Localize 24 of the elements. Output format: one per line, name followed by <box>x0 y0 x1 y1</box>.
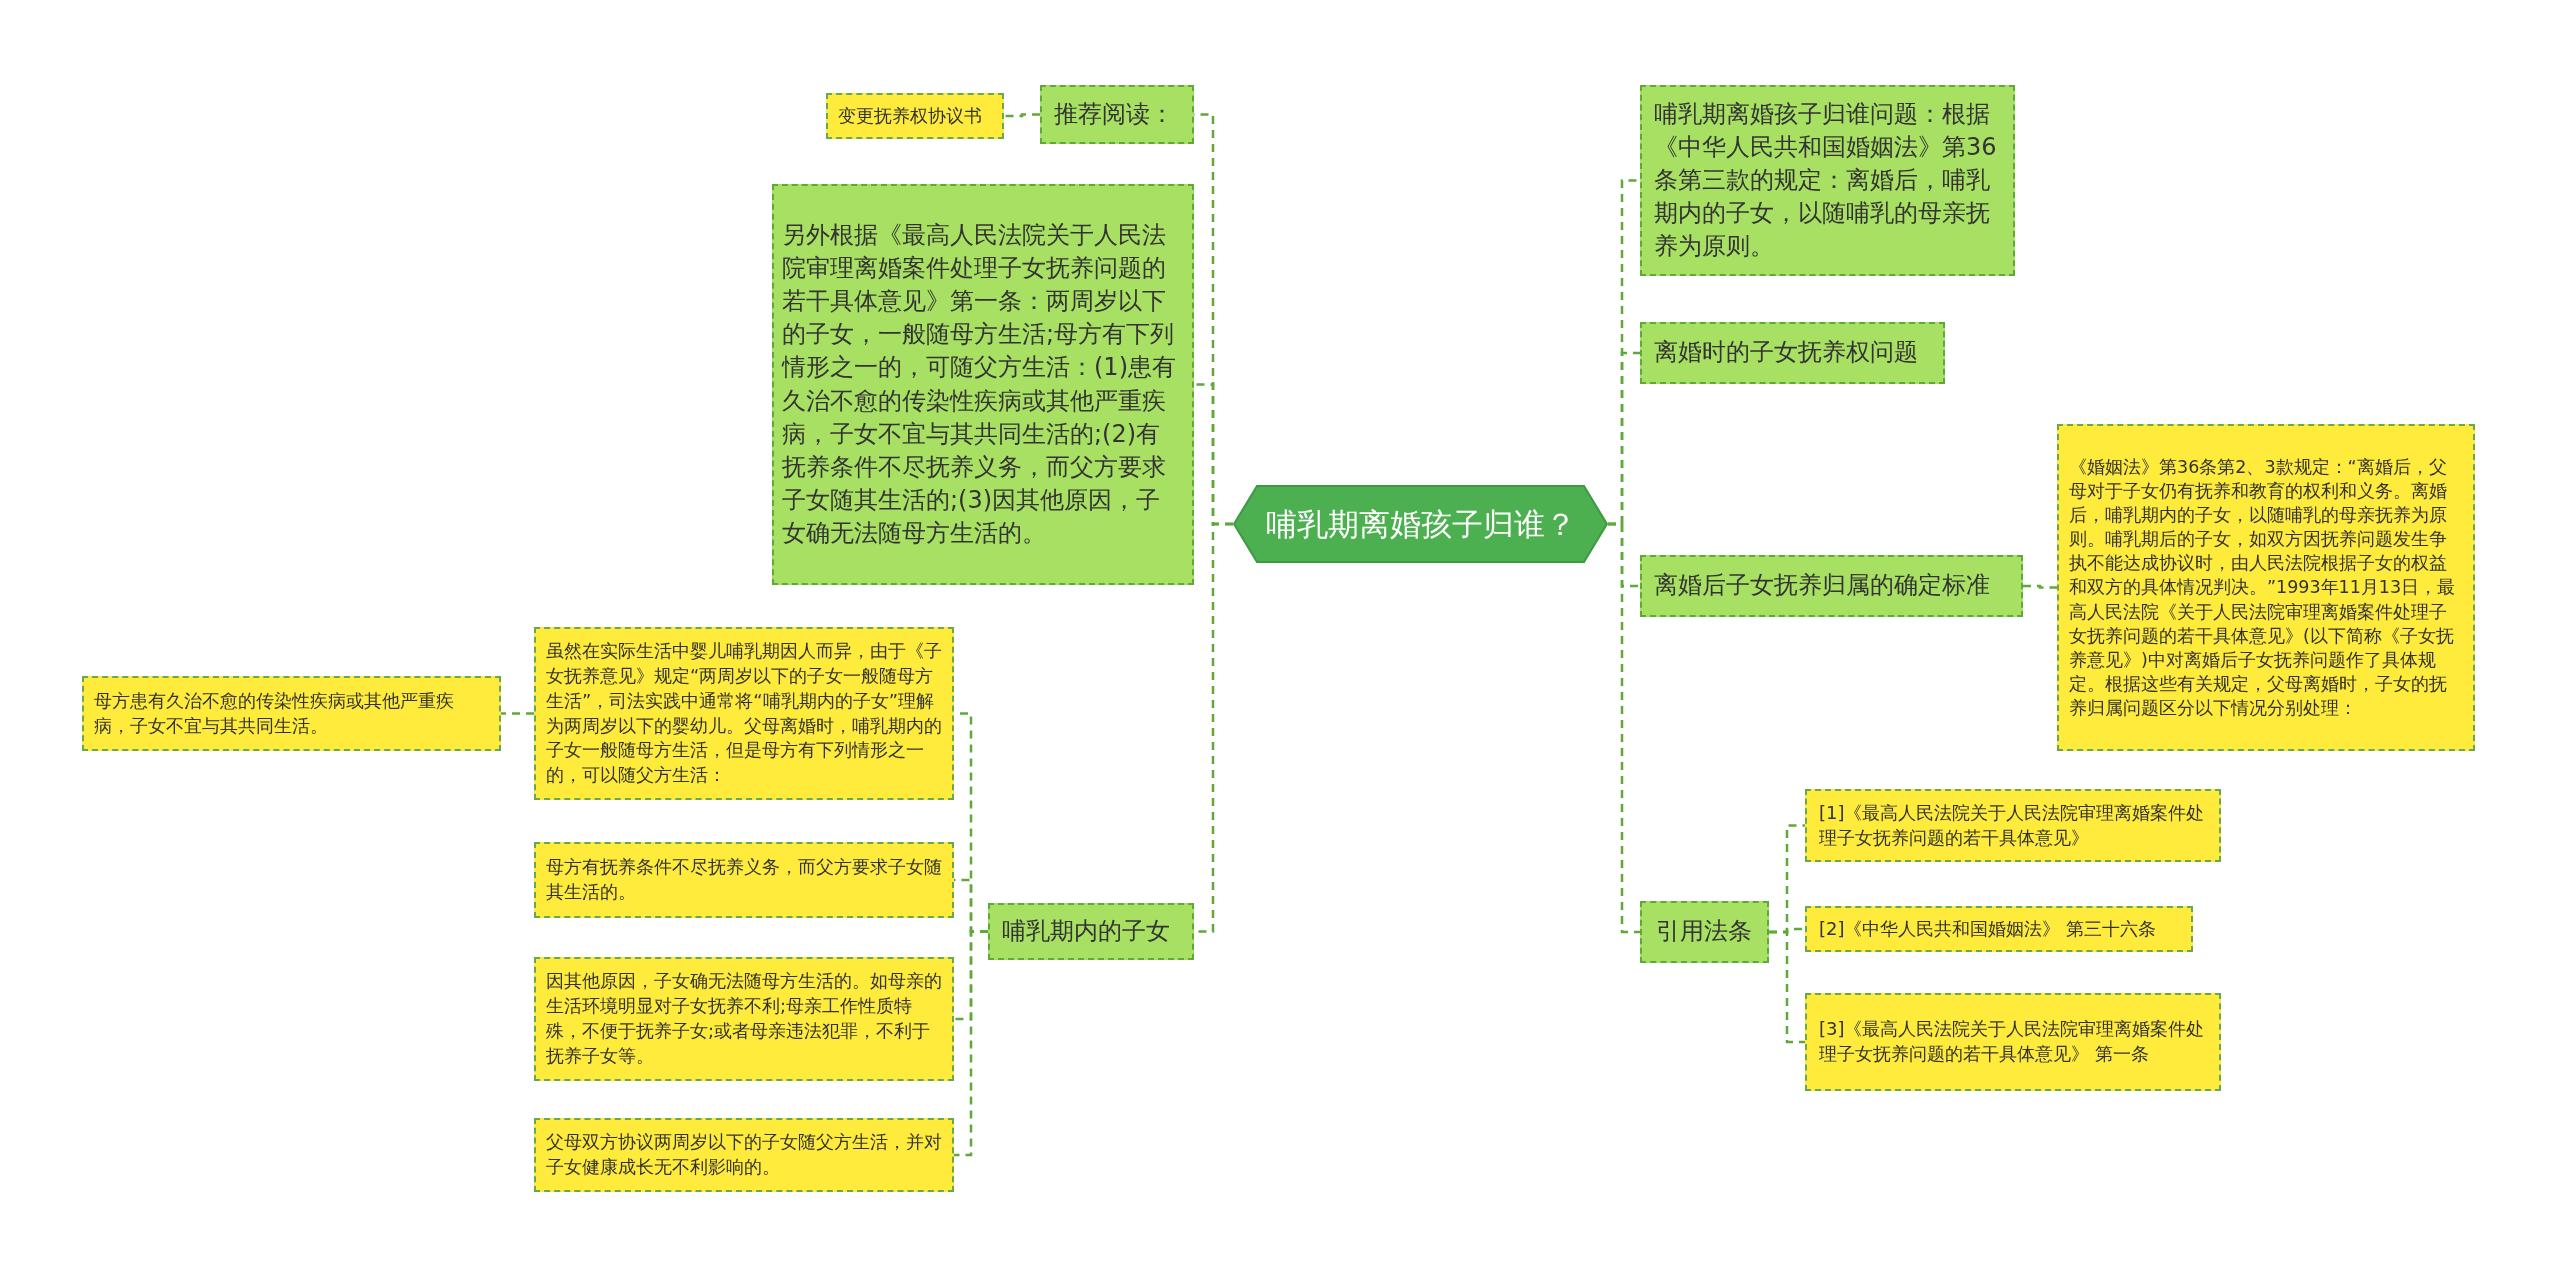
topic-box: 另外根据《最高人民法院关于人民法院审理离婚案件处理子女抚养问题的若干具体意见》第一条：两周岁以下的子女，一般随母方生活;母方有下列情形之一的，可随父方生活：(1)患有久治不愈的传染性疾病或其他严重疾病，子女不宜与其共同生活的;(2)有抚养条件不尽抚养义务，而父方要求子女随其生活的;(3)因其他原因，子女确无法随母方生活的。 <box>772 184 1194 585</box>
topic-box: 哺乳期内的子女 <box>988 903 1194 960</box>
note-box: [1]《最高人民法院关于人民法院审理离婚案件处理子女抚养问题的若干具体意见》 <box>1805 789 2221 862</box>
note-box: 变更抚养权协议书 <box>826 93 1004 139</box>
topic-box: 推荐阅读： <box>1040 85 1194 144</box>
note-box: 虽然在实际生活中婴儿哺乳期因人而异，由于《子女抚养意见》规定“两周岁以下的子女一般随母方生活”，司法实践中通常将“哺乳期内的子女”理解为两周岁以下的婴幼儿。父母离婚时，哺乳期内的子女一般随母方生活，但是母方有下列情形之一的，可以随父方生活： <box>534 627 954 800</box>
topic-box: 哺乳期离婚孩子归谁问题：根据《中华人民共和国婚姻法》第36条第三款的规定：离婚后，哺乳期内的子女，以随哺乳的母亲抚养为原则。 <box>1640 85 2015 276</box>
note-box: 母方患有久治不愈的传染性疾病或其他严重疾病，子女不宜与其共同生活。 <box>82 676 501 751</box>
connector-line <box>501 712 534 715</box>
connector-line <box>1608 522 1640 934</box>
central-topic-hexagon: 哺乳期离婚孩子归谁？ <box>1233 485 1608 563</box>
connector-line <box>1769 930 1805 1044</box>
note-box: [3]《最高人民法院关于人民法院审理离婚案件处理子女抚养问题的若干具体意见》 第一条 <box>1805 993 2221 1091</box>
topic-box: 引用法条 <box>1640 901 1769 963</box>
connector-line <box>2023 584 2057 589</box>
topic-box: 离婚时的子女抚养权问题 <box>1640 322 1945 384</box>
note-box: [2]《中华人民共和国婚姻法》 第三十六条 <box>1805 906 2193 952</box>
connector-line <box>954 930 988 1157</box>
note-box: 母方有抚养条件不尽抚养义务，而父方要求子女随其生活的。 <box>534 842 954 918</box>
note-box: 《婚姻法》第36条第2、3款规定：“离婚后，父母对于子女仍有抚养和教育的权利和义务。离婚后，哺乳期内的子女，以随哺乳的母亲抚养为原则。哺乳期后的子女，如双方因抚养问题发生争执不能达成协议时，由人民法院根据子女的权益和双方的具体情况判决。”1993年11月13日，最高人民法院《关于人民法院审理离婚案件处理子女抚养问题的若干具体意见》(以下简称《子女抚养意见》)中对离婚后子女抚养问题作了具体规定。根据这些有关规定，父母离婚时，子女的抚养归属问题区分以下情况分别处理： <box>2057 424 2475 751</box>
note-box: 因其他原因，子女确无法随母方生活的。如母亲的生活环境明显对子女抚养不利;母亲工作性质特殊，不便于抚养子女;或者母亲违法犯罪，不利于抚养子女等。 <box>534 957 954 1081</box>
note-box: 父母双方协议两周岁以下的子女随父方生活，并对子女健康成长无不利影响的。 <box>534 1118 954 1192</box>
topic-box: 离婚后子女抚养归属的确定标准 <box>1640 555 2023 617</box>
connector-line <box>1004 113 1040 118</box>
